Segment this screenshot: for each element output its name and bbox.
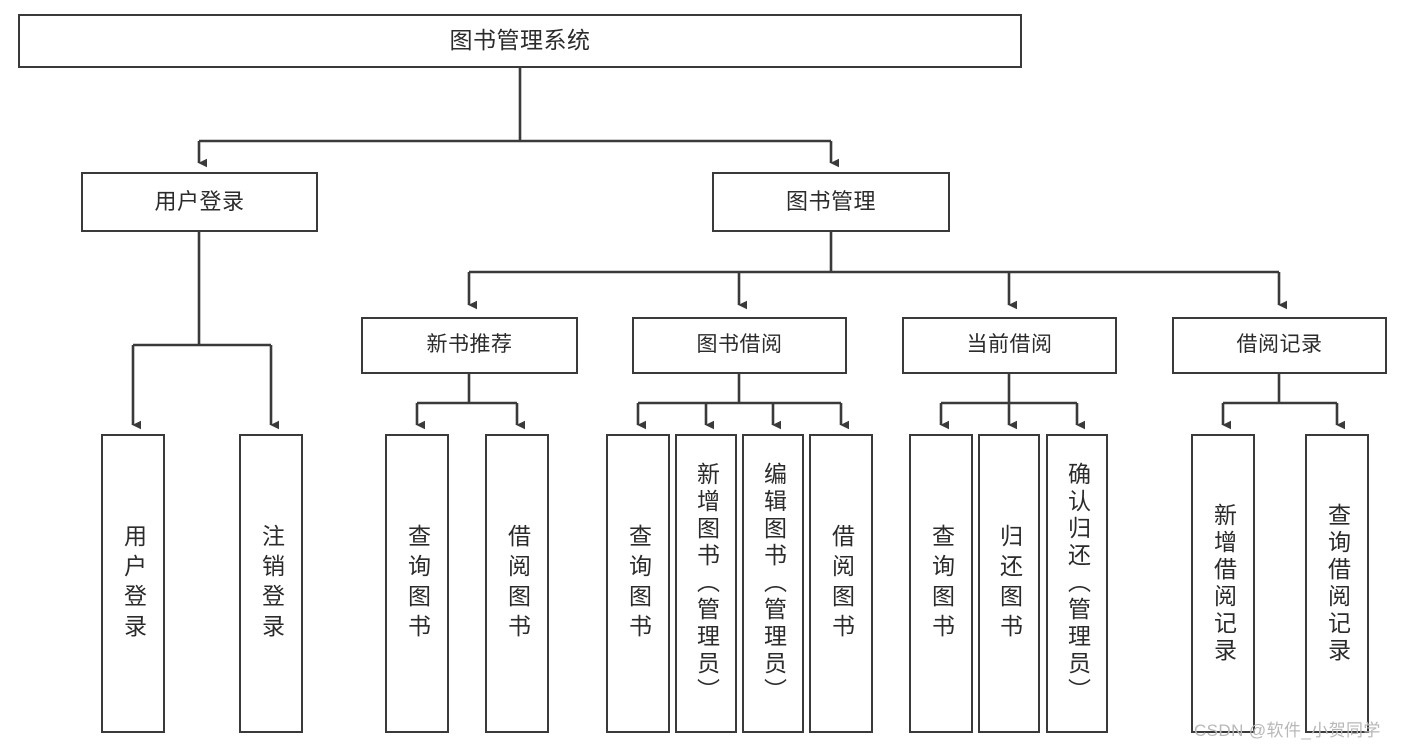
leaf-current-query-book[interactable]: 查询图书 [909,434,973,733]
node-label: 用户登录 [120,523,147,644]
node-current-borrow[interactable]: 当前借阅 [902,317,1117,374]
node-label: 确认归还（管理员） [1064,462,1091,705]
leaf-borrow-add-book-admin[interactable]: 新增图书（管理员） [675,434,737,733]
leaf-borrow-edit-book-admin[interactable]: 编辑图书（管理员） [742,434,804,733]
leaf-newbook-borrow-book[interactable]: 借阅图书 [485,434,549,733]
node-label: 图书借阅 [696,333,783,357]
leaf-borrow-query-book[interactable]: 查询图书 [606,434,670,733]
node-book-borrow[interactable]: 图书借阅 [632,317,847,374]
node-label: 图书管理系统 [449,27,591,54]
leaf-records-add-record[interactable]: 新增借阅记录 [1191,434,1255,733]
node-label: 图书管理 [785,189,876,215]
node-user-login[interactable]: 用户登录 [81,172,318,232]
node-book-management[interactable]: 图书管理 [712,172,950,232]
csdn-watermark: CSDN @软件_小贺同学 [1194,721,1381,740]
leaf-user-login[interactable]: 用户登录 [101,434,165,733]
node-label: 新书推荐 [426,333,513,357]
node-label: 当前借阅 [966,333,1053,357]
leaf-current-confirm-return-admin[interactable]: 确认归还（管理员） [1046,434,1108,733]
node-label: 借阅图书 [828,523,855,644]
node-label: 新增借阅记录 [1210,502,1237,665]
node-label: 借阅记录 [1236,333,1323,357]
node-label: 查询图书 [404,523,431,644]
node-label: 用户登录 [154,189,245,215]
leaf-current-return-book[interactable]: 归还图书 [978,434,1040,733]
leaf-records-query-record[interactable]: 查询借阅记录 [1305,434,1369,733]
node-label: 注销登录 [258,523,285,644]
node-root-book-management-system[interactable]: 图书管理系统 [18,14,1022,68]
leaf-logout[interactable]: 注销登录 [239,434,303,733]
node-label: 查询图书 [928,523,955,644]
node-label: 新增图书（管理员） [693,462,720,705]
leaf-newbook-query-book[interactable]: 查询图书 [385,434,449,733]
node-new-book-recommend[interactable]: 新书推荐 [361,317,578,374]
node-label: 查询借阅记录 [1324,502,1351,665]
node-label: 归还图书 [996,523,1023,644]
node-borrow-records[interactable]: 借阅记录 [1172,317,1387,374]
node-label: 编辑图书（管理员） [760,462,787,705]
leaf-borrow-borrow-book[interactable]: 借阅图书 [809,434,873,733]
node-label: 查询图书 [625,523,652,644]
node-label: 借阅图书 [504,523,531,644]
